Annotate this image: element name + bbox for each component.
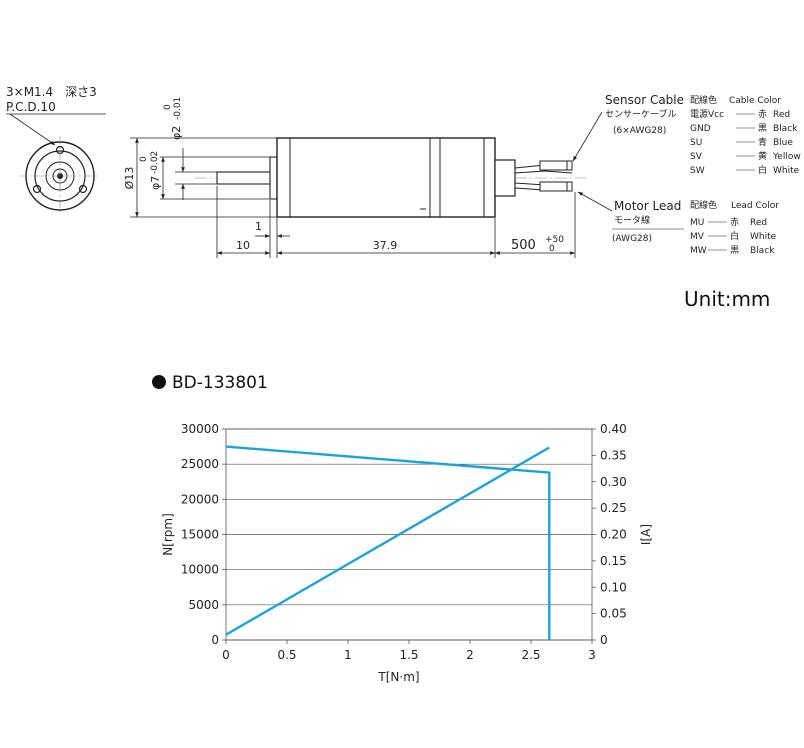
- sensor-row-name: SV: [690, 152, 703, 162]
- sensor-row-color: White: [773, 166, 800, 176]
- series-line-current: [225, 446, 550, 636]
- hole-note-1: 3×M1.4 深さ3: [6, 85, 97, 99]
- dim-lead-tol-upper: +50: [545, 235, 564, 245]
- y-right-tick-label: 0.25: [600, 501, 627, 515]
- sensor-row-jp: 青: [758, 136, 767, 148]
- x-tick-label: 3: [588, 648, 596, 662]
- bullet-icon: [152, 375, 166, 389]
- y-right-tick-label: 0.35: [600, 448, 627, 462]
- sensor-row-jp: 赤: [758, 109, 767, 120]
- y-left-tick-label: 30000: [181, 422, 219, 436]
- sensor-row-name: 電源Vcc: [690, 109, 724, 120]
- sensor-cable-bundle: [539, 160, 573, 171]
- shaft-dia-label: φ2: [170, 126, 183, 140]
- chart-title: BD-133801: [152, 373, 268, 393]
- motor-header-en: Lead Color: [731, 201, 779, 211]
- y-left-tick-label: 15000: [181, 528, 219, 542]
- y-right-tick-label: 0.40: [600, 422, 627, 436]
- dimensions: 1 10 37.9 500 +50 0 Ø13 φ7 0 -0.02 φ2 0 …: [123, 97, 576, 258]
- y-right-tick-label: 0.05: [600, 607, 627, 621]
- sensor-row-name: GND: [690, 124, 711, 134]
- front-view: 3×M1.4 深さ3 P.C.D.10: [6, 85, 106, 216]
- x-tick-label: 0.5: [277, 648, 296, 662]
- y-left-tick-label: 10000: [181, 563, 219, 577]
- sensor-header-jp: 配線色: [690, 94, 717, 106]
- motor-row-color: Black: [750, 246, 775, 256]
- y-right-tick-label: 0: [600, 633, 608, 647]
- sensor-row-jp: 黒: [758, 123, 767, 134]
- sensor-row-color: Blue: [773, 138, 793, 148]
- sensor-cable-spec: (6×AWG28): [613, 126, 666, 136]
- motor-lead-spec: (AWG28): [612, 234, 652, 244]
- pilot-dia-label: φ7: [149, 176, 162, 190]
- sensor-row-color: Red: [773, 110, 790, 120]
- mount-hole: [32, 184, 42, 194]
- motor-row-name: MW: [690, 246, 707, 256]
- x-tick-label: 2: [466, 648, 474, 662]
- shaft-dia-tol-upper: 0: [163, 104, 173, 110]
- motor-lead-bundle: [539, 181, 573, 192]
- y-right-tick-label: 0.10: [600, 580, 627, 594]
- sensor-row-color: Yellow: [772, 152, 801, 162]
- sensor-cable-title: Sensor Cable: [605, 93, 684, 107]
- unit-label: Unit:mm: [684, 287, 771, 311]
- sensor-row-name: SW: [690, 166, 705, 176]
- motor-row-jp: 黒: [730, 245, 739, 256]
- motor-header-jp: 配線色: [690, 199, 717, 211]
- y-left-tick-label: 25000: [181, 457, 219, 471]
- motor-lead-title-jp: モータ線: [614, 214, 650, 226]
- side-view: [195, 111, 613, 218]
- chart-title-text: BD-133801: [172, 373, 268, 393]
- motor-row-color: White: [750, 232, 777, 242]
- y-left-axis-label: N[rpm]: [161, 513, 175, 556]
- pilot: [269, 156, 278, 200]
- sensor-row-color: Black: [773, 124, 798, 134]
- y-left-tick-label: 5000: [188, 598, 219, 612]
- dim-1-label: 1: [255, 220, 262, 233]
- x-axis-label: T[N·m]: [377, 670, 419, 684]
- x-tick-label: 2.5: [521, 648, 540, 662]
- sensor-header-en: Cable Color: [729, 96, 781, 106]
- dim-lead-tol-lower: 0: [549, 244, 555, 254]
- pilot-dia-tol-upper: 0: [139, 156, 149, 162]
- motor-row-jp: 赤: [730, 217, 739, 228]
- dim-10-label: 10: [236, 239, 250, 252]
- motor-row-name: MV: [690, 232, 705, 242]
- hole-note-2: P.C.D.10: [6, 100, 56, 114]
- sensor-cable-legend: Sensor Cable センサーケーブル (6×AWG28) 配線色 Cabl…: [605, 93, 801, 176]
- motor-lead-legend: Motor Lead モータ線 (AWG28) 配線色 Lead Color M…: [612, 199, 779, 256]
- y-right-tick-label: 0.15: [600, 554, 627, 568]
- shaft-dia-tol-lower: -0.01: [173, 97, 183, 120]
- dim-body-length-label: 37.9: [373, 239, 398, 252]
- sensor-cable-title-jp: センサーケーブル: [605, 108, 676, 120]
- sensor-row-jp: 白: [758, 164, 767, 176]
- motor-row-color: Red: [750, 218, 767, 228]
- motor-lead-title: Motor Lead: [614, 199, 681, 213]
- motor-row-jp: 白: [730, 230, 739, 242]
- sensor-row-jp: 黄: [758, 150, 767, 162]
- y-left-tick-label: 20000: [181, 492, 219, 506]
- x-tick-label: 0: [222, 648, 230, 662]
- pilot-dia-tol-lower: -0.02: [150, 151, 160, 174]
- sensor-row-name: SU: [690, 138, 702, 148]
- dim-lead-length-label: 500: [511, 238, 536, 253]
- performance-chart: 0 5000 10000 15000 20000 25000 30000 0 0.05 0.10 0…: [161, 422, 653, 684]
- y-right-tick-label: 0.20: [600, 528, 627, 542]
- rear-cap: [494, 159, 516, 197]
- series-line-speed: [225, 445, 551, 640]
- motor-row-name: MU: [690, 218, 704, 228]
- x-tick-label: 1: [344, 648, 352, 662]
- y-right-axis-label: I[A]: [639, 524, 653, 545]
- y-left-tick-label: 0: [211, 633, 219, 647]
- shaft: [216, 171, 271, 185]
- x-tick-label: 1.5: [399, 648, 418, 662]
- motor-body: [276, 137, 496, 218]
- mount-hole: [78, 184, 88, 194]
- body-dia-label: Ø13: [123, 167, 136, 190]
- y-right-tick-label: 0.30: [600, 475, 627, 489]
